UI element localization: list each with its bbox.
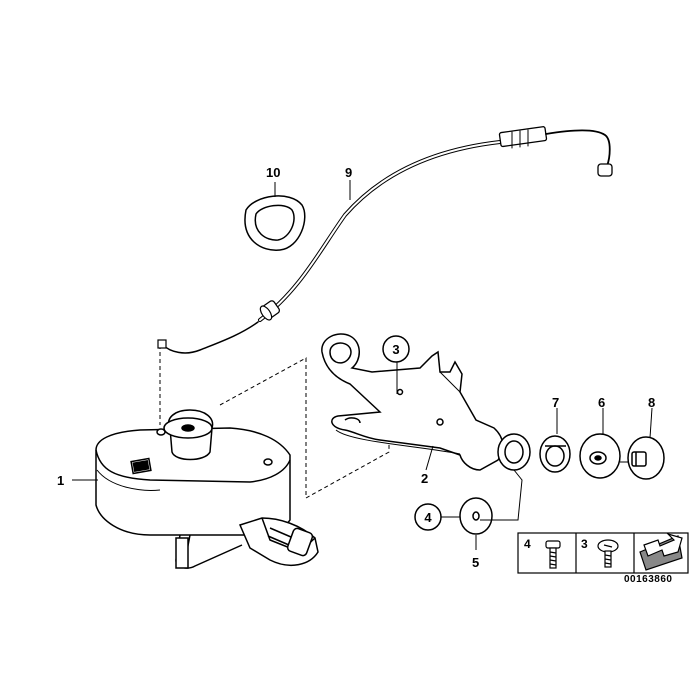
grommet[interactable] bbox=[244, 195, 306, 251]
part-8-label: 8 bbox=[648, 395, 656, 410]
rubber-grommet[interactable] bbox=[579, 433, 621, 479]
legend-screw-number: 3 bbox=[581, 537, 588, 551]
part-10-label: 10 bbox=[266, 165, 281, 180]
drawing-id: 00163860 bbox=[624, 574, 673, 585]
part-6-label: 6 bbox=[598, 395, 606, 410]
bracket[interactable] bbox=[321, 333, 504, 471]
legend-arrow-icon bbox=[639, 532, 683, 571]
part-5-label: 5 bbox=[472, 555, 480, 570]
part-1-label: 1 bbox=[57, 473, 65, 488]
collar-washer[interactable] bbox=[627, 436, 665, 480]
tank[interactable] bbox=[95, 409, 319, 569]
part-2-label: 2 bbox=[421, 471, 429, 486]
circled-ref-4: 4 bbox=[414, 503, 442, 531]
legend-box: 4 3 bbox=[517, 532, 689, 574]
washer[interactable] bbox=[459, 497, 493, 535]
part-7-label: 7 bbox=[552, 395, 560, 410]
legend-bolt-number: 4 bbox=[524, 537, 531, 551]
legend-screw-icon bbox=[597, 539, 619, 568]
circled-ref-3-number: 3 bbox=[392, 342, 399, 357]
part-9-label: 9 bbox=[345, 165, 353, 180]
spacer-sleeve[interactable] bbox=[539, 435, 571, 473]
cable[interactable] bbox=[157, 126, 613, 354]
bracket-washer bbox=[497, 433, 531, 471]
circled-ref-3: 3 bbox=[382, 335, 410, 363]
circled-ref-4-number: 4 bbox=[424, 510, 432, 525]
legend-bolt-icon bbox=[545, 540, 561, 569]
leader-lines bbox=[72, 180, 653, 550]
